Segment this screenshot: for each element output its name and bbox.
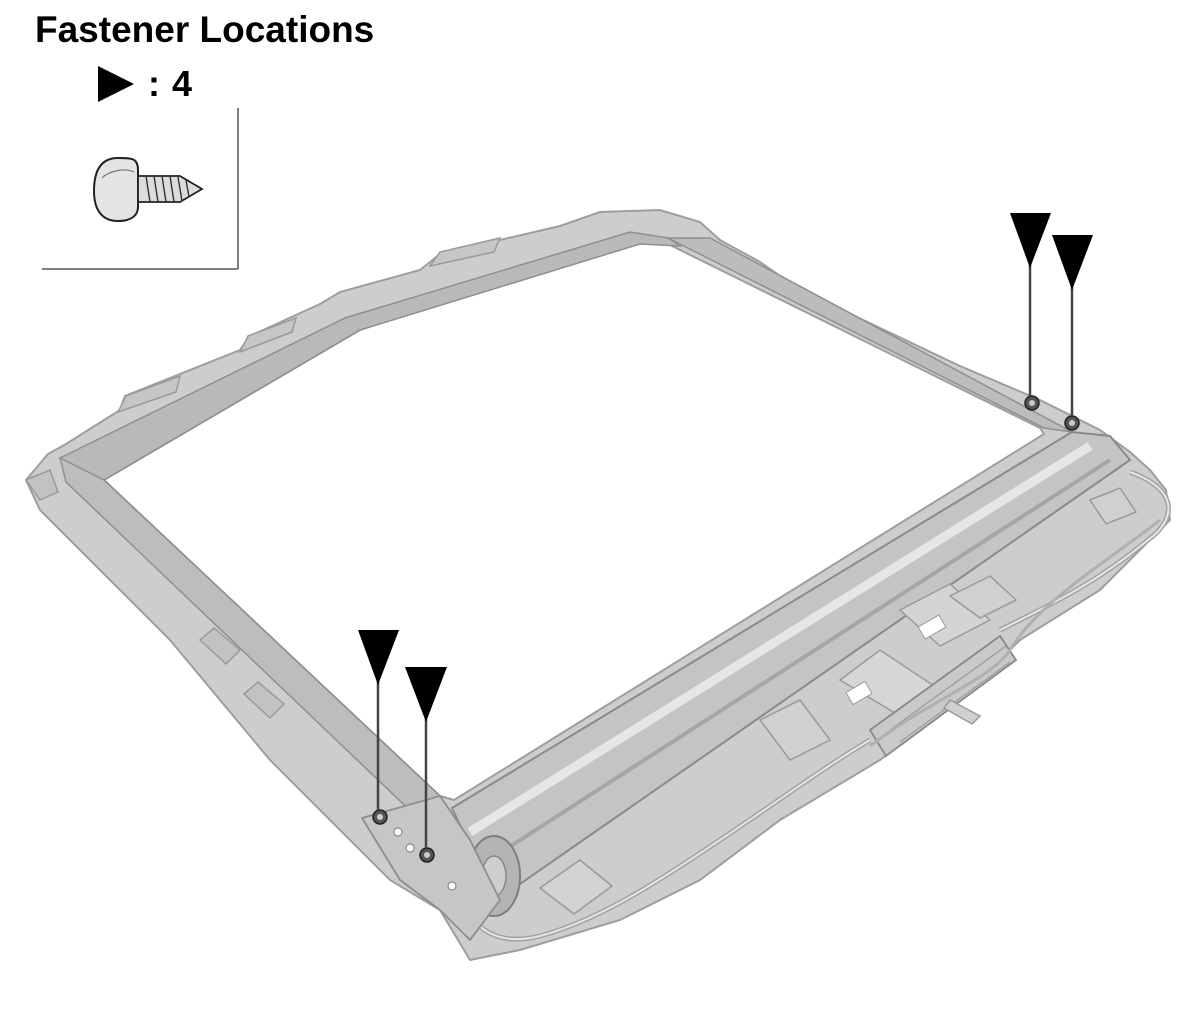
legend-separator: :: [148, 63, 160, 104]
triangle-down-icon: [405, 667, 447, 722]
fastener-callout: [1010, 213, 1051, 396]
fastener-legend-box: [42, 108, 239, 270]
triangle-down-icon: [1010, 213, 1051, 268]
fastener-hole: [1024, 395, 1040, 411]
triangle-right-icon: [98, 66, 134, 102]
fastener-count: 4: [172, 63, 193, 104]
fastener-hole: [419, 847, 435, 863]
fastener-callout: [1052, 235, 1093, 416]
fastener-legend: : 4: [96, 62, 192, 106]
triangle-down-icon: [358, 630, 399, 685]
sunroof-frame: [24, 208, 1172, 962]
drive-motor: [868, 634, 1018, 758]
fastener-callout: [358, 630, 399, 810]
triangle-down-icon: [1052, 235, 1093, 290]
fastener-hole: [372, 809, 388, 825]
fastener-callout: [405, 667, 447, 848]
page-title: Fastener Locations: [35, 9, 375, 50]
screw-icon: [92, 156, 204, 223]
fastener-hole: [1064, 415, 1080, 431]
